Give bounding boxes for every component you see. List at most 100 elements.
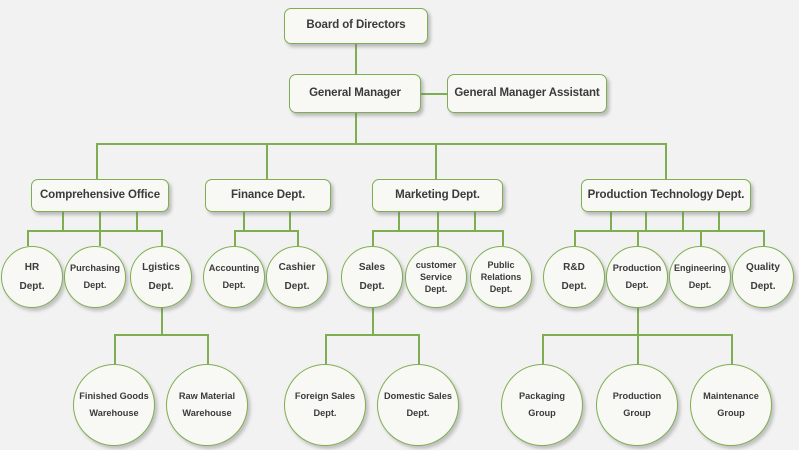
node-finance-dept[interactable]: Finance Dept. (205, 179, 331, 212)
connector-gm-to-assistant (419, 93, 449, 95)
connector-level3-bus (96, 143, 666, 145)
node-domestic-sales-dept-line1: Domestic Sales (384, 390, 452, 401)
node-raw-material-warehouse[interactable]: Raw Material Warehouse (166, 364, 248, 446)
connector-finance-bus (234, 230, 298, 232)
node-board-of-directors[interactable]: Board of Directors (284, 8, 428, 44)
node-cashier-dept-line2: Dept. (284, 281, 310, 292)
node-general-manager-assistant-label: General Manager Assistant (454, 86, 600, 99)
node-logistics-dept-line1: Lgistics (142, 262, 180, 273)
node-marketing-dept-label: Marketing Dept. (395, 188, 480, 201)
node-maintenance-group-line2: Group (717, 408, 745, 418)
node-packaging-group-line1: Packaging (519, 390, 565, 401)
connector-prodtech-to-quality (763, 230, 765, 246)
connector-marketing-drop-left (398, 212, 400, 230)
connector-prodtech-bus (574, 230, 764, 232)
node-marketing-dept[interactable]: Marketing Dept. (372, 179, 503, 212)
node-public-relations-dept[interactable]: Public Relations Dept. (470, 246, 532, 308)
node-sales-dept-line1: Sales (358, 262, 386, 273)
node-comprehensive-office[interactable]: Comprehensive Office (31, 179, 169, 212)
node-rnd-dept[interactable]: R&D Dept. (543, 246, 605, 308)
node-public-relations-dept-line1: Public (487, 259, 515, 270)
node-domestic-sales-dept-line2: Dept. (406, 408, 430, 418)
node-finished-goods-warehouse-line1: Finished Goods (79, 390, 149, 401)
node-finished-goods-warehouse[interactable]: Finished Goods Warehouse (73, 364, 155, 446)
connector-logistics-drop (161, 308, 163, 334)
node-production-group[interactable]: Production Group (596, 364, 678, 446)
node-production-dept[interactable]: Production Dept. (606, 246, 668, 308)
node-general-manager-assistant[interactable]: General Manager Assistant (447, 74, 607, 113)
node-sales-dept[interactable]: Sales Dept. (341, 246, 403, 308)
node-customer-service-dept[interactable]: customer Service Dept. (405, 246, 467, 308)
connector-prodtech-drop-2 (645, 212, 647, 230)
connector-finance-to-cashier (297, 230, 299, 246)
node-production-dept-line1: Production (612, 262, 662, 273)
node-logistics-dept[interactable]: Lgistics Dept. (130, 246, 192, 308)
connector-bus-to-production-tech (665, 143, 667, 179)
node-rnd-dept-line2: Dept. (561, 281, 587, 292)
node-foreign-sales-dept-line2: Dept. (313, 408, 337, 418)
node-quality-dept[interactable]: Quality Dept. (732, 246, 794, 308)
node-hr-dept-line2: Dept. (19, 281, 45, 292)
connector-sales-drop (372, 308, 374, 334)
node-cashier-dept[interactable]: Cashier Dept. (266, 246, 328, 308)
connector-bus-to-marketing (435, 143, 437, 179)
connector-logistics-to-finished-goods (114, 334, 116, 364)
connector-finance-to-accounting (234, 230, 236, 246)
node-production-group-line2: Group (623, 408, 651, 418)
node-maintenance-group-line1: Maintenance (703, 390, 759, 401)
connector-finance-drop-right (289, 212, 291, 230)
connector-production-drop (637, 308, 639, 334)
connector-bus-to-finance (266, 143, 268, 179)
node-engineering-dept[interactable]: Engineering Dept. (669, 246, 731, 308)
node-hr-dept[interactable]: HR Dept. (1, 246, 63, 308)
node-public-relations-dept-line2: Relations (480, 271, 522, 282)
node-cashier-dept-line1: Cashier (278, 262, 316, 273)
connector-production-to-packaging (542, 334, 544, 364)
node-foreign-sales-dept[interactable]: Foreign Sales Dept. (284, 364, 366, 446)
node-purchasing-dept-line1: Purchasing (69, 262, 121, 273)
connector-marketing-to-sales (372, 230, 374, 246)
connector-comp-office-to-hr (27, 230, 29, 246)
node-general-manager[interactable]: General Manager (289, 74, 421, 113)
node-quality-dept-line1: Quality (746, 262, 780, 273)
connector-marketing-drop-mid (437, 212, 439, 246)
node-purchasing-dept[interactable]: Purchasing Dept. (64, 246, 126, 308)
connector-marketing-drop-right (474, 212, 476, 230)
connector-production-to-maintenance (731, 334, 733, 364)
node-packaging-group[interactable]: Packaging Group (501, 364, 583, 446)
node-raw-material-warehouse-line1: Raw Material (178, 390, 236, 401)
node-engineering-dept-line1: Engineering (673, 262, 726, 273)
connector-comp-office-drop-right (136, 212, 138, 230)
connector-gm-drop (355, 113, 357, 144)
node-packaging-group-line2: Group (528, 408, 556, 418)
connector-logistics-bus (114, 334, 208, 336)
node-accounting-dept-line2: Dept. (222, 280, 246, 290)
node-customer-service-dept-line2: Service (419, 271, 453, 282)
node-customer-service-dept-line3: Dept. (424, 284, 448, 295)
node-finance-dept-label: Finance Dept. (230, 188, 306, 201)
node-production-technology-dept[interactable]: Production Technology Dept. (581, 179, 751, 212)
node-finished-goods-warehouse-line2: Warehouse (89, 408, 139, 418)
node-accounting-dept-line1: Accounting (208, 262, 260, 273)
connector-comp-office-bus (27, 230, 162, 232)
connector-sales-to-foreign (325, 334, 327, 364)
node-maintenance-group[interactable]: Maintenance Group (690, 364, 772, 446)
node-domestic-sales-dept[interactable]: Domestic Sales Dept. (377, 364, 459, 446)
node-accounting-dept[interactable]: Accounting Dept. (203, 246, 265, 308)
connector-board-to-gm (355, 44, 357, 74)
connector-marketing-bus (372, 230, 503, 232)
node-logistics-dept-line2: Dept. (148, 281, 174, 292)
node-production-dept-line2: Dept. (625, 280, 649, 290)
connector-comp-office-drop-mid (99, 212, 101, 246)
connector-prodtech-drop-4 (718, 212, 720, 230)
node-general-manager-label: General Manager (309, 86, 401, 99)
node-comprehensive-office-label: Comprehensive Office (39, 188, 161, 201)
connector-bus-to-comprehensive-office (96, 143, 98, 179)
connector-sales-bus (325, 334, 419, 336)
node-customer-service-dept-line1: customer (415, 259, 457, 270)
connector-prodtech-to-production (637, 230, 639, 246)
node-raw-material-warehouse-line2: Warehouse (182, 408, 232, 418)
connector-sales-to-domestic (418, 334, 420, 364)
connector-prodtech-drop-3 (682, 212, 684, 230)
